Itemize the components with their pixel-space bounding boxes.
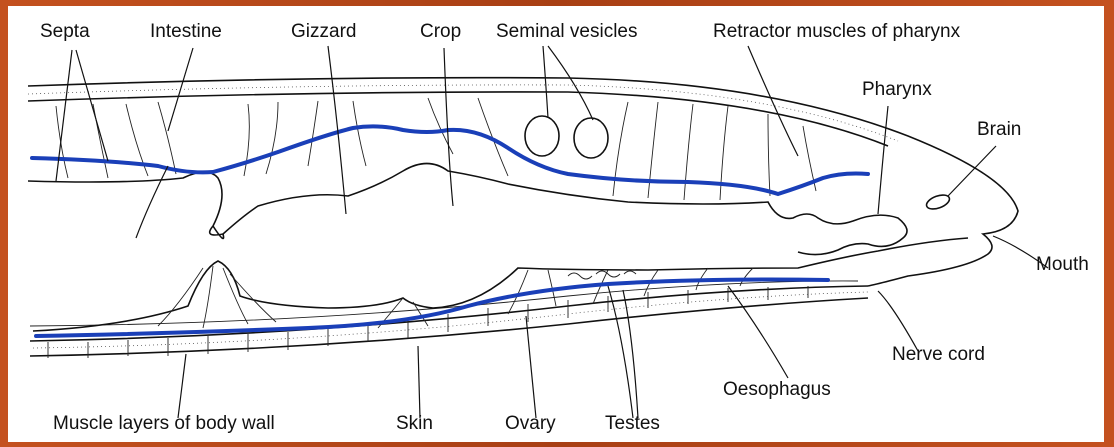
seminal-vesicles-shapes [525,116,608,158]
gut-wall-upper [28,164,907,255]
blue-highlight-lines [32,126,868,336]
label-septa: Septa [40,21,90,42]
label-muscle-layers: Muscle layers of body wall [53,413,275,434]
diagram-panel: Septa Intestine Gizzard Crop Seminal ves… [8,6,1104,442]
label-retractor-muscles: Retractor muscles of pharynx [713,21,961,42]
label-gizzard: Gizzard [291,21,356,42]
label-pharynx: Pharynx [862,79,932,100]
earthworm-anatomy-diagram: Septa Intestine Gizzard Crop Seminal ves… [8,6,1104,442]
label-mouth: Mouth [1036,254,1089,275]
label-nerve-cord: Nerve cord [892,344,985,365]
label-testes: Testes [605,413,660,434]
label-ovary: Ovary [505,413,556,434]
label-intestine: Intestine [150,21,222,42]
label-skin: Skin [396,413,433,434]
label-brain: Brain [977,119,1021,140]
label-oesophagus: Oesophagus [723,379,831,400]
gut-wall-lower [33,238,968,331]
testes-shapes [568,271,636,279]
brain-shape [925,192,952,211]
label-crop: Crop [420,21,461,42]
label-seminal-vesicles: Seminal vesicles [496,21,638,42]
diagram-labels: Septa Intestine Gizzard Crop Seminal ves… [40,21,1089,434]
